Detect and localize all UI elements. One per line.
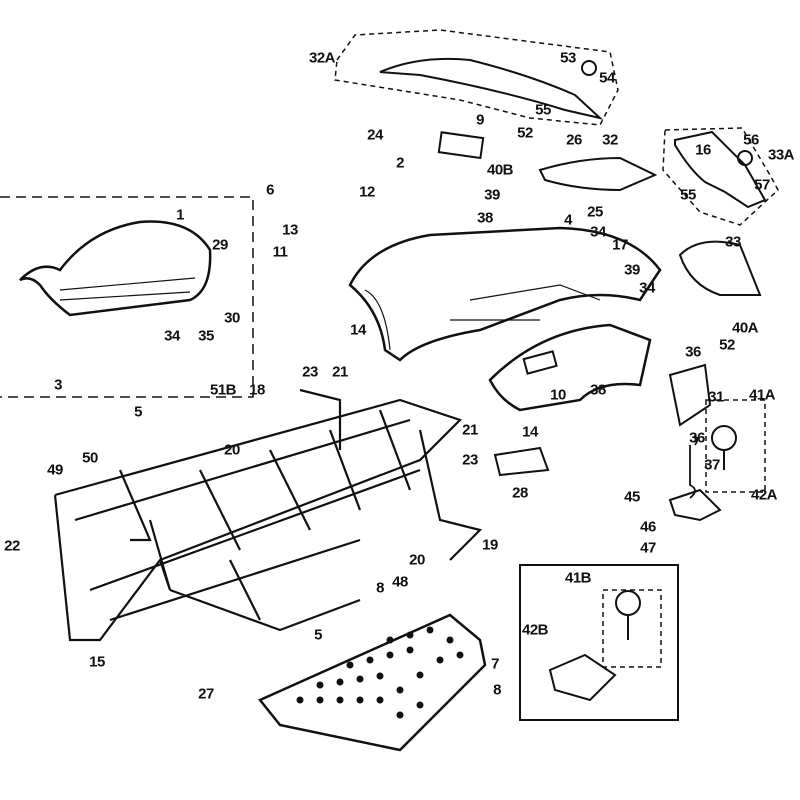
part-callout-label: 48 xyxy=(392,573,408,591)
part-callout-label: 2 xyxy=(396,154,404,172)
part-callout-label: 39 xyxy=(624,261,640,279)
part-callout-label: 51B xyxy=(209,381,237,399)
guard-31 xyxy=(668,363,712,427)
part-callout-label: 39 xyxy=(484,186,500,204)
part-callout-label: 55 xyxy=(680,186,696,204)
part-callout-label: 50 xyxy=(82,449,98,467)
part-callout-label: 8 xyxy=(493,681,501,699)
part-callout-label: 27 xyxy=(198,685,214,703)
part-callout-label: 40B xyxy=(486,161,514,179)
seat-part xyxy=(19,220,212,317)
part-callout-label: 42A xyxy=(750,486,778,504)
part-callout-label: 20 xyxy=(409,551,425,569)
rear-fender xyxy=(348,226,662,362)
front-fender xyxy=(488,323,652,412)
part-callout-label: 23 xyxy=(302,363,318,381)
part-callout-label: 38 xyxy=(477,209,493,227)
part-callout-label: 37 xyxy=(704,456,720,474)
part-callout-label: 34 xyxy=(639,279,655,297)
part-callout-label: 22 xyxy=(4,537,20,555)
part-callout-label: 41B xyxy=(564,569,592,587)
part-callout-label: 13 xyxy=(282,221,298,239)
part-callout-label: 53 xyxy=(560,49,576,67)
part-callout-label: 5 xyxy=(134,403,142,421)
hitch-42a xyxy=(668,488,722,522)
part-callout-label: 41A xyxy=(748,386,776,404)
part-callout-label: 54 xyxy=(599,69,615,87)
part-callout-label: 49 xyxy=(47,461,63,479)
part-callout-label: 26 xyxy=(566,131,582,149)
part-callout-label: 12 xyxy=(359,183,375,201)
lid-9 xyxy=(437,131,485,160)
part-callout-label: 34 xyxy=(590,223,606,241)
part-callout-label: 57 xyxy=(754,176,770,194)
part-callout-label: 20 xyxy=(224,441,240,459)
group-32a-outline xyxy=(334,29,619,126)
seat-group-box xyxy=(0,196,254,398)
tray-28 xyxy=(493,446,550,477)
part-callout-label: 35 xyxy=(198,327,214,345)
part-callout-label: 1 xyxy=(176,206,184,224)
part-callout-label: 29 xyxy=(212,236,228,254)
part-callout-label: 9 xyxy=(476,111,484,129)
part-callout-label: 33 xyxy=(725,233,741,251)
part-callout-label: 6 xyxy=(266,181,274,199)
part-callout-label: 25 xyxy=(587,203,603,221)
group-33a-outline xyxy=(662,127,779,226)
part-callout-label: 47 xyxy=(640,539,656,557)
part-callout-label: 7 xyxy=(491,655,499,673)
part-callout-label: 30 xyxy=(224,309,240,327)
part-callout-label: 56 xyxy=(743,131,759,149)
part-callout-label: 14 xyxy=(350,321,366,339)
part-callout-label: 55 xyxy=(535,101,551,119)
part-callout-label: 34 xyxy=(164,327,180,345)
skid-plate-holes xyxy=(296,626,464,719)
hitch-ball-41b xyxy=(615,590,641,616)
part-callout-label: 52 xyxy=(517,124,533,142)
hitch-42b xyxy=(548,653,617,702)
part-callout-label: 38 xyxy=(590,381,606,399)
rear-cover-32a xyxy=(379,57,604,120)
front-cover-33a xyxy=(674,130,767,209)
part-callout-label: 21 xyxy=(462,421,478,439)
part-callout-label: 24 xyxy=(367,126,383,144)
part-callout-label: 52 xyxy=(719,336,735,354)
part-callout-label: 14 xyxy=(522,423,538,441)
part-callout-label: 40A xyxy=(731,319,759,337)
part-callout-label: 31 xyxy=(708,388,724,406)
part-callout-label: 21 xyxy=(332,363,348,381)
part-callout-label: 36 xyxy=(685,343,701,361)
cover-33 xyxy=(678,240,762,296)
part-callout-label: 11 xyxy=(272,243,288,261)
part-callout-label: 4 xyxy=(564,211,572,229)
part-callout-label: 16 xyxy=(695,141,711,159)
part-callout-label: 17 xyxy=(612,236,628,254)
part-callout-label: 36 xyxy=(689,429,705,447)
part-callout-label: 15 xyxy=(89,653,105,671)
part-callout-label: 32A xyxy=(308,49,336,67)
part-callout-label: 33A xyxy=(767,146,795,164)
part-callout-label: 45 xyxy=(624,488,640,506)
part-callout-label: 8 xyxy=(376,579,384,597)
group-42b-box xyxy=(519,564,679,721)
part-callout-label: 28 xyxy=(512,484,528,502)
part-callout-label: 19 xyxy=(482,536,498,554)
spring-37 xyxy=(689,435,699,499)
frame xyxy=(53,388,483,642)
part-callout-label: 5 xyxy=(314,626,322,644)
group-41b-box xyxy=(602,589,662,668)
part-callout-label: 42B xyxy=(521,621,549,639)
group-41a-box xyxy=(705,399,766,493)
skid-plate xyxy=(258,613,487,752)
part-callout-label: 23 xyxy=(462,451,478,469)
cover-32 xyxy=(538,156,658,192)
part-callout-label: 10 xyxy=(550,386,566,404)
part-callout-label: 3 xyxy=(54,376,62,394)
hitch-ball-41a xyxy=(711,425,737,451)
part-callout-label: 46 xyxy=(640,518,656,536)
part-callout-label: 18 xyxy=(249,381,265,399)
part-callout-label: 32 xyxy=(602,131,618,149)
